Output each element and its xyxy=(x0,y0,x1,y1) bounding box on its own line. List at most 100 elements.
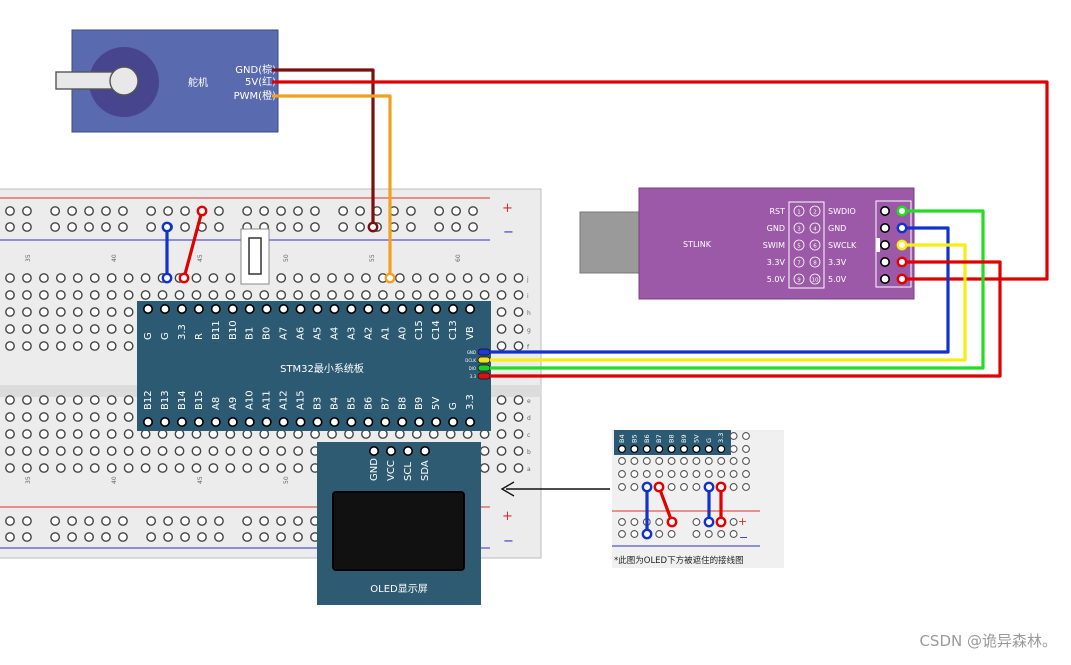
breadboard-hole xyxy=(377,429,388,439)
inset-pin-hole xyxy=(679,445,688,454)
inset-pin-label: B8 xyxy=(668,434,676,443)
row-letter: g xyxy=(527,327,531,334)
inset-hole xyxy=(704,457,713,465)
column-number: 40 xyxy=(111,254,118,262)
row-letter: j xyxy=(526,276,529,283)
breadboard-hole xyxy=(225,273,236,283)
stm32-pin-hole xyxy=(397,303,408,314)
breadboard-hole xyxy=(39,307,49,317)
column-number: 45 xyxy=(197,254,204,262)
breadboard-hole xyxy=(123,412,134,422)
inset-pin-hole xyxy=(667,445,676,454)
breadboard-hole xyxy=(101,532,111,542)
breadboard-hole xyxy=(50,222,61,232)
breadboard-hole xyxy=(5,532,15,542)
breadboard-hole xyxy=(123,446,134,456)
breadboard-hole xyxy=(208,273,219,283)
stlink-pin-pad xyxy=(809,239,821,251)
breadboard-hole xyxy=(310,429,320,439)
inset-rail-hole xyxy=(618,530,626,538)
stm32-top-pin-label: B1 xyxy=(245,327,256,340)
breadboard-hole xyxy=(225,290,236,300)
stm32-pin-hole xyxy=(346,303,357,314)
breadboard-hole xyxy=(479,290,490,300)
breadboard-hole xyxy=(180,516,190,526)
breadboard-hole xyxy=(293,222,303,232)
breadboard-hole xyxy=(191,463,202,473)
rail-plus-label: + xyxy=(502,201,513,216)
inset-rail-hole xyxy=(717,530,726,538)
stm32-top-pin-label: A0 xyxy=(397,327,408,340)
stm32-pin-hole xyxy=(363,416,374,427)
breadboard-hole xyxy=(5,324,15,334)
stm32-pin-hole xyxy=(193,416,204,427)
breadboard-hole xyxy=(157,290,168,300)
breadboard-hole xyxy=(22,429,32,439)
breadboard-hole xyxy=(327,429,337,439)
stm32-swd-pin xyxy=(477,356,491,364)
stm32-top-pin-label: VB xyxy=(465,326,476,340)
inset-pin-label: G xyxy=(705,438,713,443)
stm32-bottom-pin-label: A9 xyxy=(228,397,239,410)
stm32-pin-hole xyxy=(380,303,391,314)
breadboard-hole xyxy=(39,273,49,283)
wire-inset-red xyxy=(657,486,674,523)
inset-hole xyxy=(692,483,701,491)
stlink-body xyxy=(638,187,915,300)
breadboard-hole xyxy=(101,516,111,526)
breadboard-hole xyxy=(310,222,320,232)
column-number: 50 xyxy=(283,254,290,262)
inset-hole xyxy=(729,432,738,440)
inset-hole xyxy=(630,457,639,465)
breadboard-hole xyxy=(276,290,287,300)
inset-rail-hole xyxy=(655,530,664,538)
row-letter: c xyxy=(527,432,530,439)
breadboard-hole xyxy=(310,206,320,216)
breadboard-hole xyxy=(50,516,61,526)
row-letter: h xyxy=(527,310,531,317)
inset-hole xyxy=(630,483,639,491)
wire-swd-gnd xyxy=(490,226,950,354)
stm32-pin-hole xyxy=(346,416,357,427)
breadboard-hole xyxy=(106,324,117,334)
stm32-top-pin-label: B11 xyxy=(211,320,222,340)
breadboard-hole xyxy=(496,429,507,439)
breadboard-hole xyxy=(140,463,151,473)
stlink-pin-pad xyxy=(793,205,805,217)
breadboard-hole xyxy=(180,206,190,216)
breadboard-hole xyxy=(146,516,157,526)
breadboard-hole xyxy=(123,273,134,283)
breadboard-hole xyxy=(174,429,185,439)
breadboard-hole xyxy=(208,290,219,300)
breadboard-hole xyxy=(293,273,304,283)
breadboard-hole xyxy=(513,290,524,300)
servo-pin-label: PWM(橙) xyxy=(234,89,276,102)
breadboard-hole xyxy=(377,290,388,300)
breadboard-hole xyxy=(5,206,15,216)
stlink-pin-pad xyxy=(809,205,821,217)
breadboard-hole xyxy=(146,532,157,542)
stm32-pin-hole xyxy=(143,416,154,427)
stm32-pin-hole xyxy=(227,416,238,427)
breadboard-hole xyxy=(225,446,236,456)
breadboard-hole xyxy=(180,532,190,542)
breadboard-hole xyxy=(55,273,66,283)
stlink-pin-pad xyxy=(793,273,805,285)
stm32-top-pin-label: R xyxy=(194,333,205,340)
stm32-bottom-pin-label: B8 xyxy=(397,397,408,410)
stm32-pin-hole xyxy=(397,416,408,427)
breadboard-hole xyxy=(394,290,405,300)
stlink-pin-number: 9 xyxy=(797,278,801,284)
inset-rail-hole xyxy=(655,518,664,526)
stm32-swd-pin xyxy=(477,372,491,380)
breadboard-hole xyxy=(5,429,15,439)
inset-hole xyxy=(742,445,750,453)
breadboard-hole xyxy=(225,429,236,439)
breadboard-hole xyxy=(462,290,473,300)
breadboard-hole xyxy=(462,429,473,439)
breadboard-hole xyxy=(157,446,168,456)
stm32-board: GB12GB133.3B14RB15B11A8B10A9B1A10B0A11A7… xyxy=(137,301,491,431)
oled-pin-label: GND xyxy=(369,458,380,481)
